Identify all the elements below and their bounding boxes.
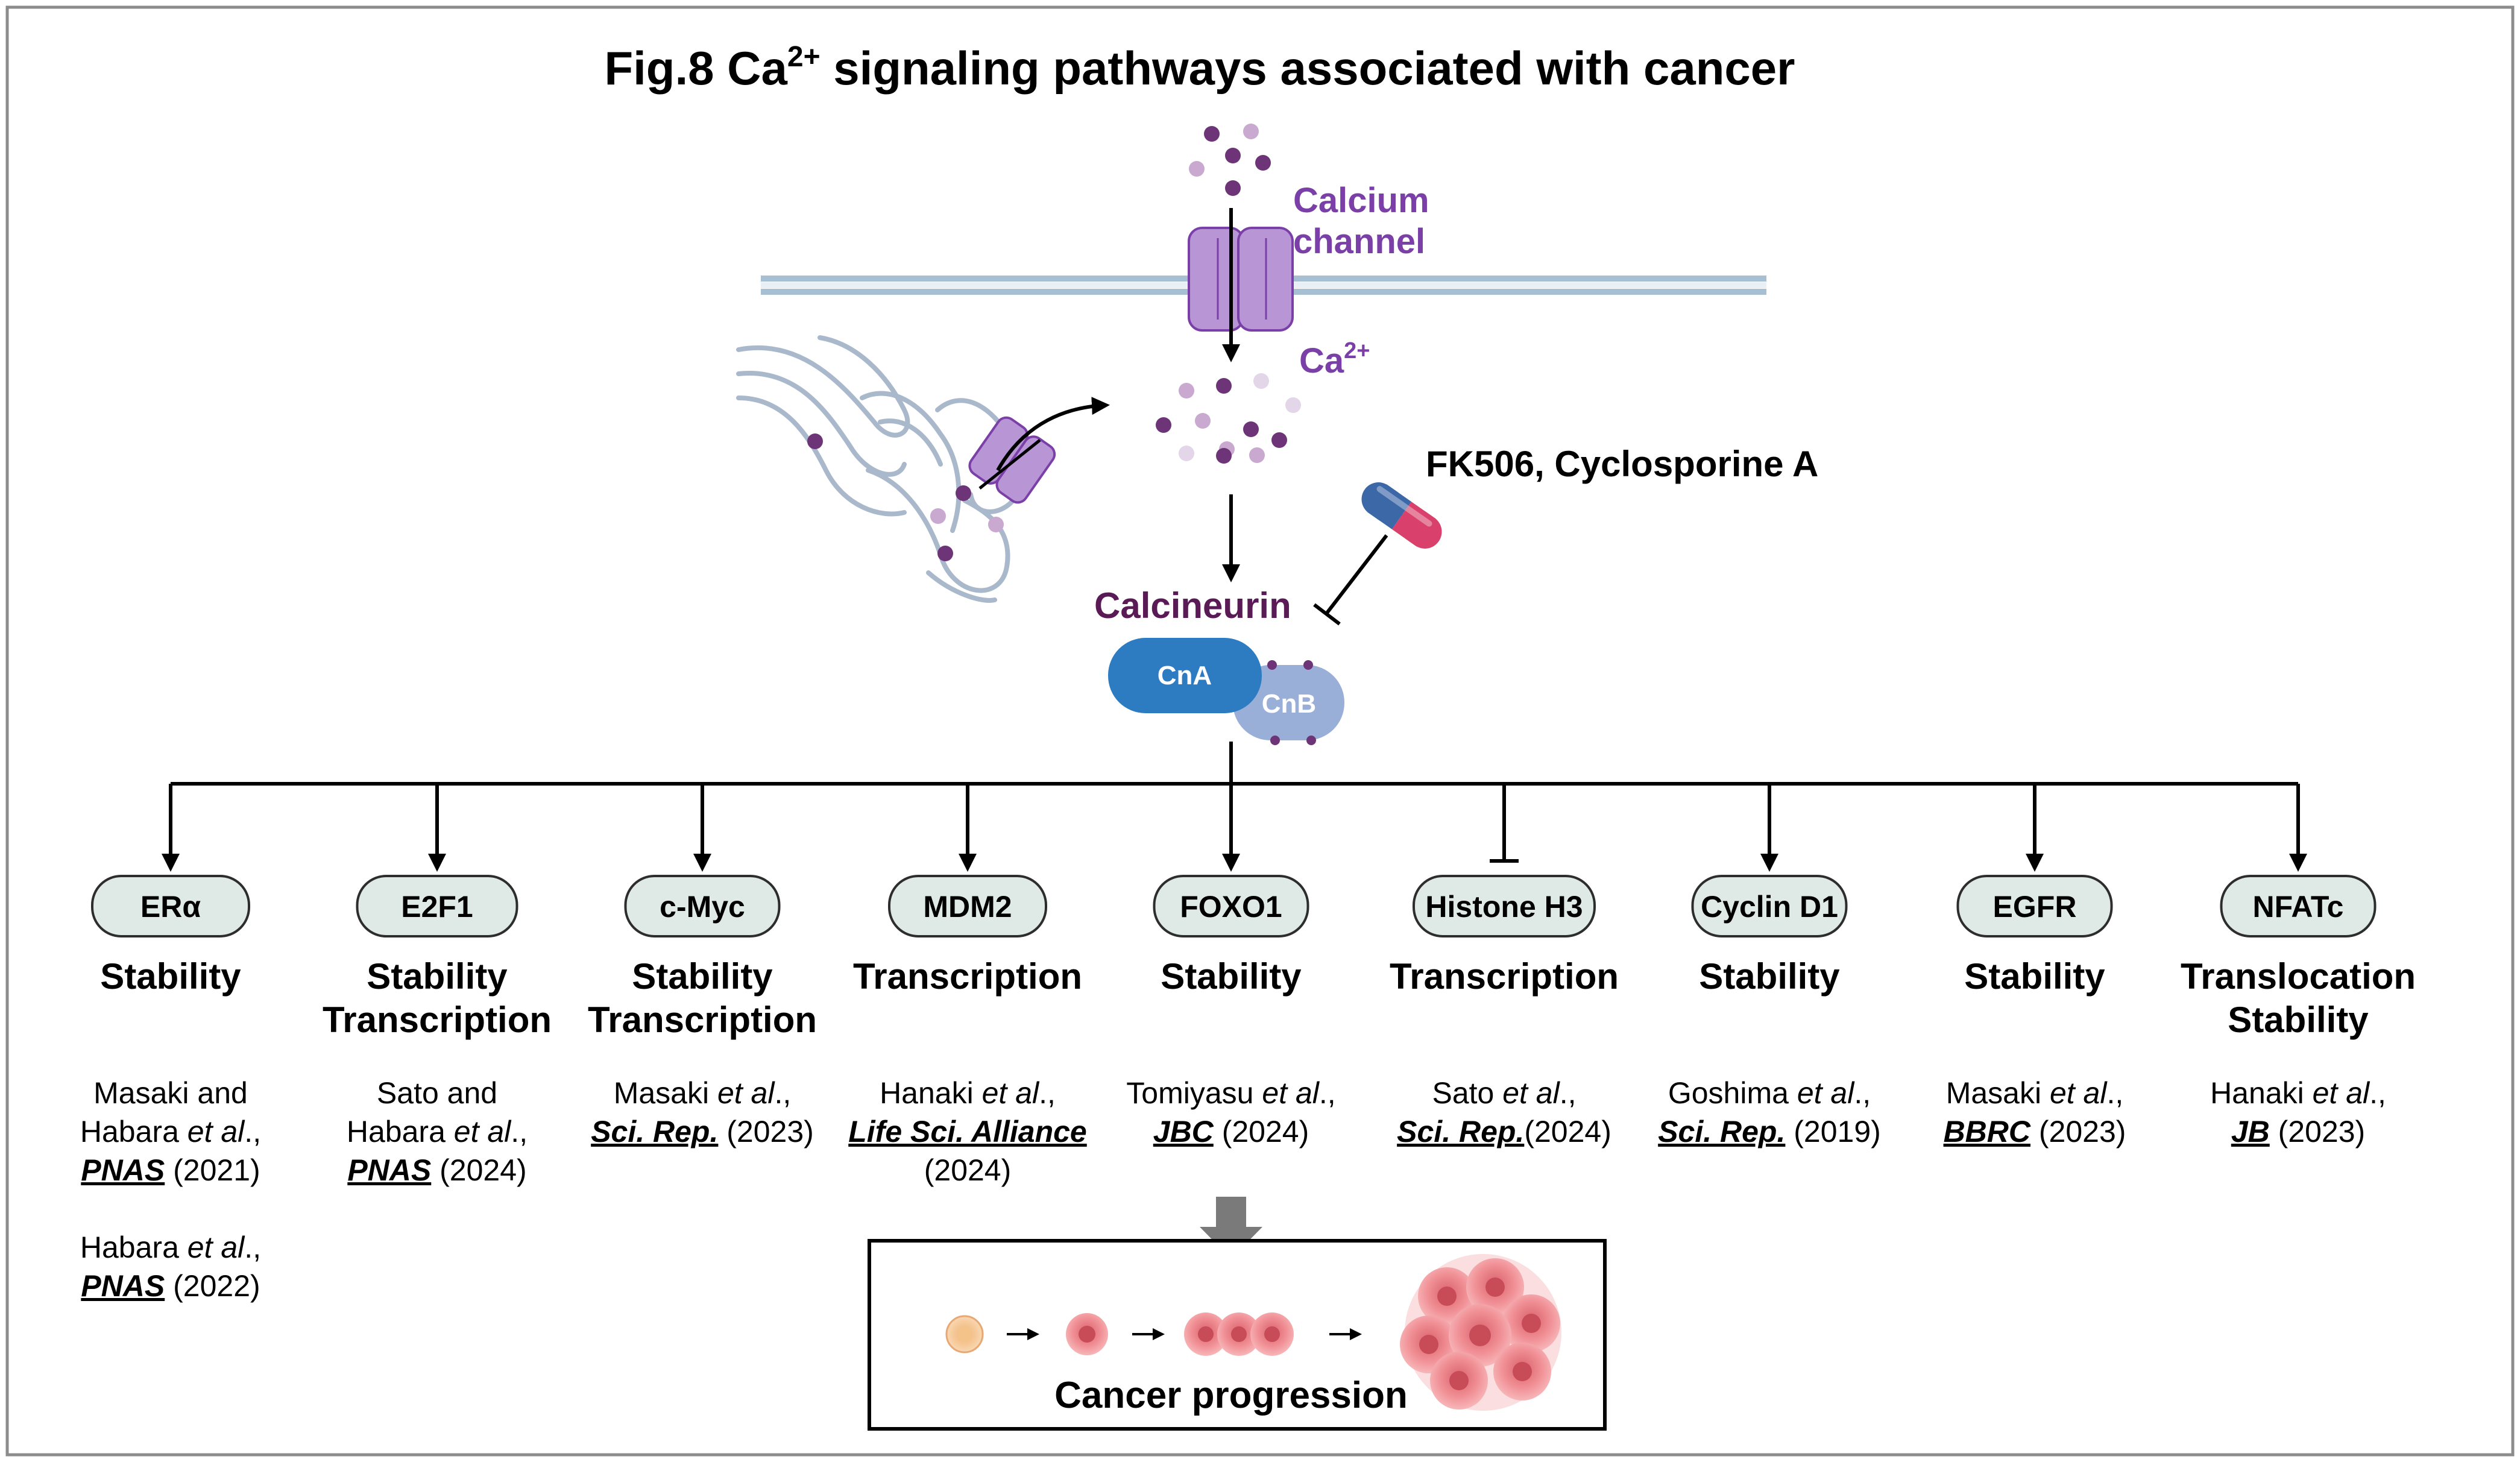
reference-line: JBC (2024): [1153, 1115, 1309, 1148]
reference-line: Masaki and: [93, 1076, 248, 1110]
reference-line: Tomiyasu et al.,: [1126, 1076, 1335, 1110]
target-box: [1413, 875, 1596, 937]
effect-label-secondary: Transcription: [588, 1000, 817, 1040]
drug-capsule-icon: [1361, 482, 1442, 549]
target-box: [2220, 875, 2377, 937]
reference-line: Hanaki et al.,: [880, 1076, 1056, 1110]
effect-label-secondary: Stability: [2228, 1000, 2369, 1040]
er-release-arrow: [996, 397, 1110, 471]
reference-line: Sci. Rep.(2024): [1397, 1115, 1611, 1148]
calcium-channel-label-line2: channel: [1293, 222, 1425, 261]
inhibitor-label: FK506, Cyclosporine A: [1426, 444, 1818, 484]
target-name: Cyclin D1: [1701, 890, 1838, 924]
target-name: FOXO1: [1180, 890, 1282, 924]
target-box: [356, 875, 518, 937]
target-name: E2F1: [401, 890, 473, 924]
reference-line: BBRC (2023): [1944, 1115, 2126, 1148]
reference-line: Sato et al.,: [1432, 1076, 1576, 1110]
target-box: [1153, 875, 1309, 937]
intracellular-calcium-dots: [1156, 373, 1301, 464]
cancer-cell-progression-icon: [945, 1254, 1561, 1411]
reference-line: Goshima et al.,: [1668, 1076, 1871, 1110]
calcium-channel-icon: [1188, 227, 1294, 332]
ca-ion-label: Ca2+: [1299, 338, 1370, 380]
effect-label: Stability: [1161, 956, 1302, 997]
calcineurin-label: Calcineurin: [1094, 585, 1291, 626]
target-box: [1956, 875, 2113, 937]
reference-line: Habara et al.,: [80, 1115, 261, 1148]
target-name: EGFR: [1993, 890, 2077, 924]
effect-label: Stability: [632, 956, 773, 997]
calcineurin-complex-icon: [1108, 638, 1344, 745]
reference-line: Sci. Rep. (2023): [591, 1115, 814, 1148]
reference-line: Habara et al.,: [347, 1115, 528, 1148]
reference-line: Masaki et al.,: [614, 1076, 792, 1110]
target-name: c-Myc: [660, 890, 745, 924]
reference-line: Hanaki et al.,: [2210, 1076, 2386, 1110]
effect-label: Translocation: [2181, 956, 2416, 997]
target-box: [888, 875, 1047, 937]
effect-label: Stability: [1699, 956, 1840, 997]
target-name: MDM2: [923, 890, 1012, 924]
reference-line: JB (2023): [2231, 1115, 2365, 1148]
reference-line: Sci. Rep. (2019): [1658, 1115, 1881, 1148]
cancer-progression-label: Cancer progression: [1054, 1375, 1408, 1416]
target-name: NFATc: [2253, 890, 2344, 924]
target-box: [624, 875, 781, 937]
reference-line: Habara et al.,: [80, 1230, 261, 1264]
reference-line: PNAS (2021): [81, 1153, 260, 1187]
effect-label: Transcription: [853, 956, 1082, 997]
effect-label: Stability: [100, 956, 241, 997]
figure-title: Fig.8 Ca2+ signaling pathways associated…: [604, 41, 1795, 95]
drug-inhibition-line: [1313, 534, 1388, 626]
effect-label-secondary: Transcription: [323, 1000, 552, 1040]
endoplasmic-reticulum-icon: [736, 335, 1056, 603]
reference-line: Masaki et al.,: [1946, 1076, 2124, 1110]
reference-line: PNAS (2022): [81, 1269, 260, 1303]
cnb-label: CnB: [1262, 689, 1316, 719]
target-box: [1691, 875, 1848, 937]
effect-label: Transcription: [1390, 956, 1619, 997]
reference-line: Sato and: [377, 1076, 497, 1110]
effect-label: Stability: [367, 956, 508, 997]
cna-label: CnA: [1158, 661, 1212, 690]
reference-line: Life Sci. Alliance: [848, 1115, 1087, 1148]
reference-line: (2024): [924, 1153, 1012, 1187]
extracellular-calcium-dots: [1189, 124, 1271, 196]
figure-frame: [5, 5, 2515, 1457]
calcium-channel-label-line1: Calcium: [1293, 181, 1429, 220]
reference-line: PNAS (2024): [347, 1153, 526, 1187]
target-name: ERα: [140, 890, 201, 924]
target-name: Histone H3: [1425, 890, 1583, 924]
effect-label: Stability: [1964, 956, 2105, 997]
target-box: [91, 875, 250, 937]
